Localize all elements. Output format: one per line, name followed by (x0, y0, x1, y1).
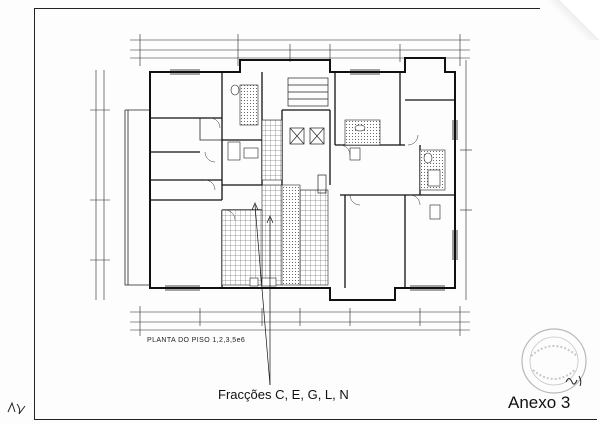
left-balcony (124, 109, 223, 286)
plan-title: PLANTA DO PISO 1,2,3,5e6 (147, 337, 246, 344)
top-dimension-lines (130, 34, 470, 66)
side-dimension-lines (90, 60, 472, 300)
tiled-floor-areas (221, 84, 446, 286)
initials-mark (7, 401, 26, 415)
windows (165, 69, 458, 291)
bottom-dimension-lines (130, 306, 470, 336)
handwritten-mark (565, 375, 582, 387)
fractions-caption: Fracções C, E, G, L, N (218, 387, 349, 402)
stair-core (287, 77, 329, 194)
exterior-walls (149, 57, 456, 301)
page-border (34, 8, 597, 420)
bathroom-fixtures (227, 84, 441, 287)
page-corner-fold (540, 0, 600, 40)
circular-stamp (521, 328, 587, 394)
annex-label: Anexo 3 (508, 393, 571, 412)
reference-arrows (251, 202, 274, 386)
door-swings (204, 117, 421, 221)
